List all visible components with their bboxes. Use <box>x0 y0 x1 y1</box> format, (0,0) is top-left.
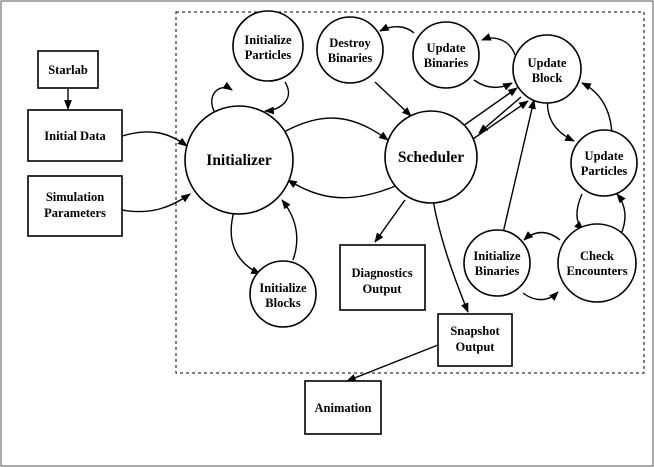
process-check-encounters: Check Encounters <box>557 223 637 303</box>
edge-scheduler-updateblock <box>462 87 518 127</box>
edge-initialdata-initializer <box>121 131 188 147</box>
subsystem-boundary <box>175 11 645 374</box>
edge-initializer-initparticles <box>211 81 233 114</box>
svg-text:Initialize: Initialize <box>473 249 521 263</box>
edge-initbin-updateblock <box>502 99 536 234</box>
svg-text:Update: Update <box>427 41 466 55</box>
process-destroy-binaries: Destroy Binaries <box>316 16 384 84</box>
svg-text:Binaries: Binaries <box>475 264 520 278</box>
svg-text:Binaries: Binaries <box>424 56 469 70</box>
svg-text:Starlab: Starlab <box>48 63 88 77</box>
edge-scheduler-snapshot <box>432 199 469 313</box>
process-scheduler: Scheduler <box>384 110 478 204</box>
process-initialize-blocks: Initialize Blocks <box>249 260 317 328</box>
svg-text:Output: Output <box>363 282 403 296</box>
svg-text:Snapshot: Snapshot <box>450 324 500 338</box>
process-update-binaries: Update Binaries <box>412 21 480 89</box>
edge-initblocks-initializer <box>281 199 298 261</box>
svg-text:Update: Update <box>528 56 567 70</box>
process-initialize-particles: Initialize Particles <box>232 10 304 82</box>
edge-destroy-scheduler <box>374 81 412 117</box>
svg-text:Particles: Particles <box>245 48 292 62</box>
svg-text:Initialize: Initialize <box>259 281 307 295</box>
svg-text:Update: Update <box>585 149 624 163</box>
edge-snapshot-animation <box>346 344 439 382</box>
svg-text:Check: Check <box>580 249 614 263</box>
svg-text:Output: Output <box>456 340 496 354</box>
box-snapshot-output: Snapshot Output <box>437 313 513 367</box>
edge-initializer-scheduler <box>281 117 389 141</box>
edge-scheduler-updateblock-2 <box>469 100 529 142</box>
box-simulation-parameters: Simulation Parameters <box>27 175 123 237</box>
edge-updateblock-scheduler <box>478 96 522 134</box>
box-animation: Animation <box>304 380 382 435</box>
process-initialize-binaries: Initialize Binaries <box>463 229 531 297</box>
edge-initializer-initblocks <box>230 207 261 275</box>
box-initial-data: Initial Data <box>27 109 123 162</box>
box-starlab: Starlab <box>37 50 99 89</box>
svg-text:Binaries: Binaries <box>328 51 373 65</box>
edge-updateblock-updatebin <box>481 33 516 56</box>
edge-initparticles-initializer <box>264 81 290 115</box>
edge-scheduler-diagnostics <box>374 199 406 243</box>
process-update-particles: Update Particles <box>570 129 638 197</box>
svg-text:Encounters: Encounters <box>566 264 627 278</box>
svg-text:Initialize: Initialize <box>244 33 292 47</box>
svg-text:Parameters: Parameters <box>44 206 106 220</box>
box-diagnostics-output: Diagnostics Output <box>339 244 426 311</box>
edge-updatebin-destroy <box>379 23 415 34</box>
edge-updateparticles-check <box>573 193 584 231</box>
svg-text:Initial Data: Initial Data <box>44 129 106 143</box>
edge-scheduler-initializer <box>287 179 399 199</box>
process-initializer: Initializer <box>184 105 294 215</box>
svg-text:Scheduler: Scheduler <box>398 149 464 166</box>
svg-text:Block: Block <box>532 71 563 85</box>
svg-text:Animation: Animation <box>315 401 372 415</box>
process-update-block: Update Block <box>512 34 582 104</box>
svg-text:Blocks: Blocks <box>265 296 301 310</box>
svg-text:Simulation: Simulation <box>46 190 104 204</box>
svg-text:Particles: Particles <box>581 164 628 178</box>
svg-text:Diagnostics: Diagnostics <box>351 266 412 280</box>
edge-simparams-initializer <box>121 193 191 213</box>
edge-check-initbin <box>523 231 561 241</box>
svg-text:Destroy: Destroy <box>329 36 371 50</box>
edge-updatebin-updateblock <box>473 79 513 91</box>
edge-initbin-check <box>522 291 559 302</box>
svg-text:Initializer: Initializer <box>206 152 272 169</box>
